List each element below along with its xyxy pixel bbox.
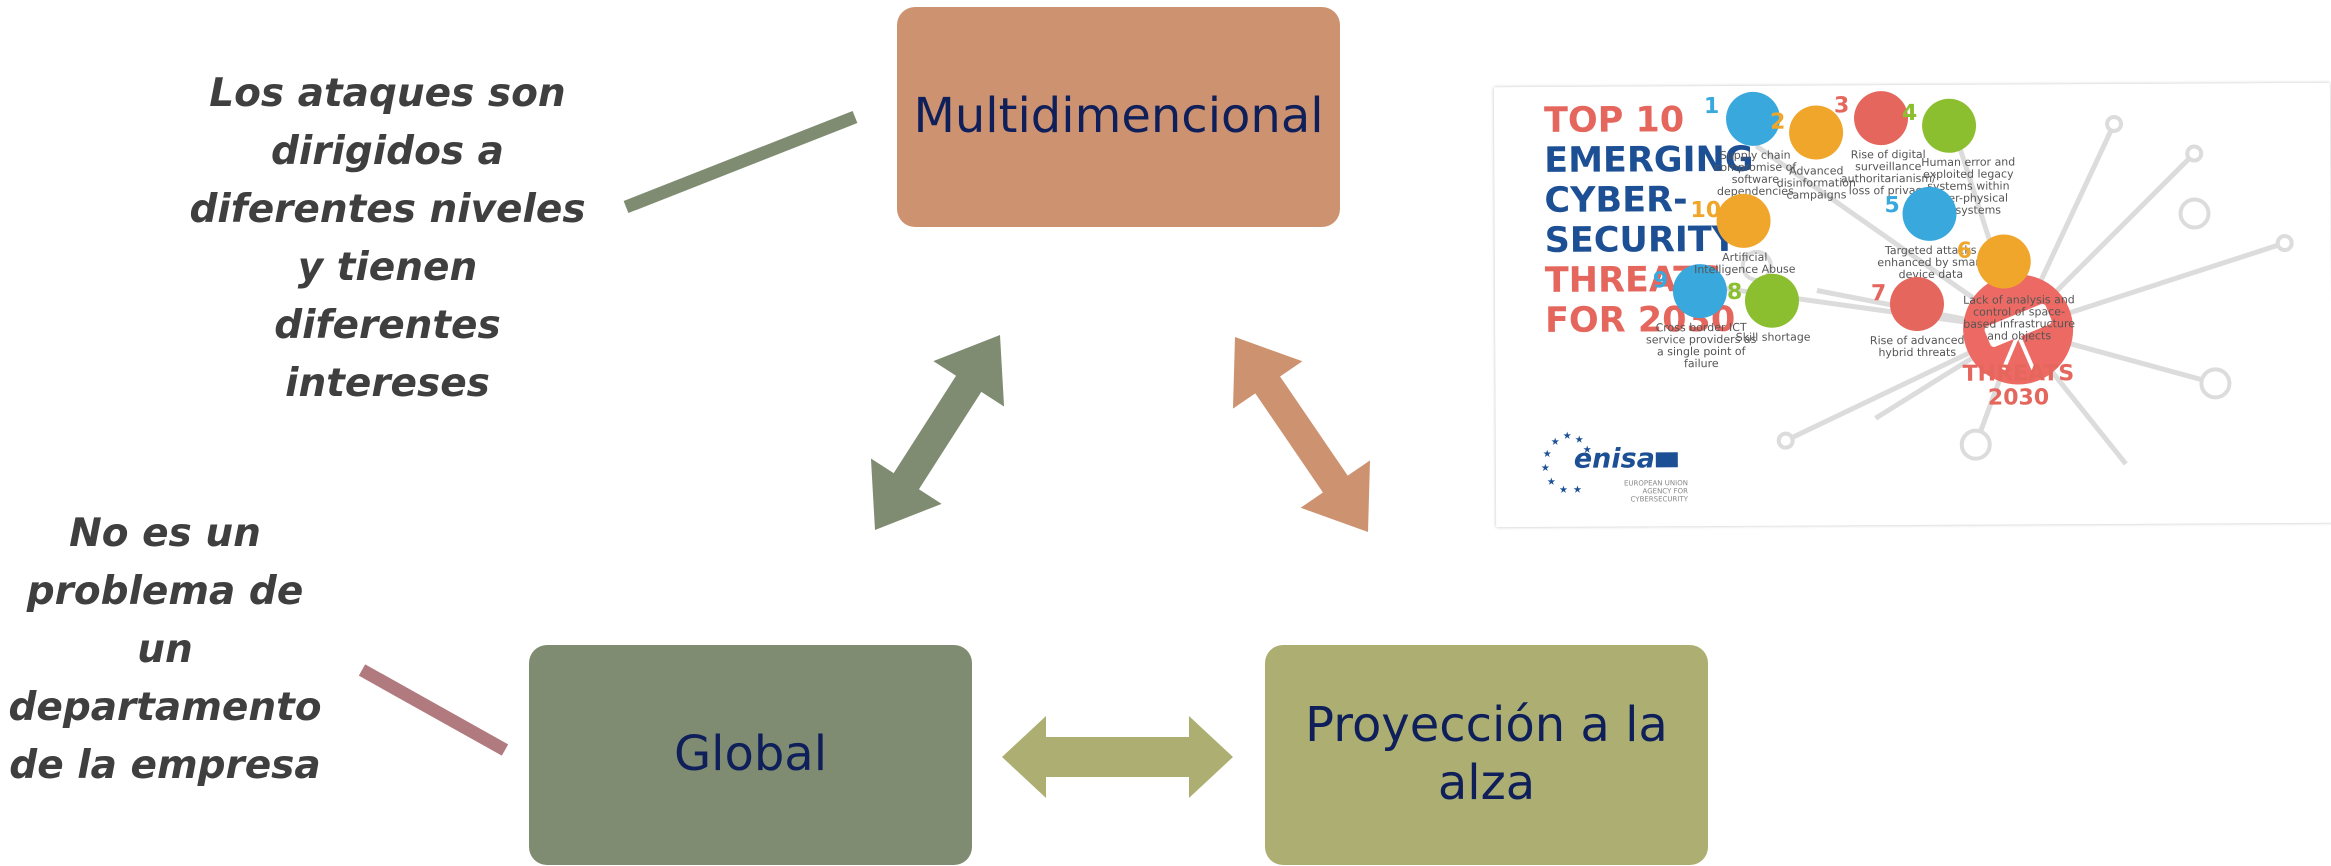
infographic-title-line-3: CYBER- <box>1544 180 1688 221</box>
svg-text:★: ★ <box>1541 463 1550 474</box>
double-arrow-shape <box>1002 716 1233 798</box>
ai-chip-icon <box>1716 193 1771 249</box>
satellite-icon <box>1976 234 2031 289</box>
enisa-threats-infographic: TOP 10 EMERGING CYBER- SECURITY THREATS … <box>1493 82 2331 528</box>
note-attack-levels: Los ataques son dirigidos a diferentes n… <box>189 71 586 406</box>
threat-7-label: Rise of advanced hybrid threats <box>1869 333 1965 360</box>
multidimensional-label: Multidimencional <box>913 88 1324 145</box>
projection-label: Proyección a la alza <box>1305 697 1668 811</box>
human-error-icon <box>1921 98 1977 153</box>
threat-6-number: 6 <box>1956 238 1973 264</box>
telescope-icon <box>1984 303 2052 371</box>
arrow-global-projection <box>1002 716 1233 798</box>
threat-10-label: Artificial Intelligence Abuse <box>1694 250 1796 277</box>
svg-text:★: ★ <box>1551 437 1560 448</box>
eu-flag-icon <box>1655 452 1678 468</box>
double-arrow-shape <box>1232 337 1371 532</box>
infographic-title-line-1: TOP 10 <box>1543 100 1685 141</box>
threats-hub-circle <box>1962 274 2074 385</box>
threats-hub-label: THREATS 2030 <box>1920 361 2116 411</box>
projection-box: Proyección a la alza <box>1265 645 1708 865</box>
multidimensional-box: Multidimencional <box>897 7 1340 227</box>
skill-shortage-icon <box>1744 273 1800 328</box>
threat-5-number: 5 <box>1884 193 1900 219</box>
connector-line-top <box>623 110 858 214</box>
svg-text:★: ★ <box>1543 449 1552 460</box>
note-not-one-department: No es un problema de un departamento de … <box>8 511 322 788</box>
svg-text:★: ★ <box>1559 485 1568 496</box>
svg-text:★: ★ <box>1575 435 1584 446</box>
svg-text:★: ★ <box>1563 431 1572 442</box>
threat-7-number: 7 <box>1870 281 1887 307</box>
enisa-logo-subtitle: EUROPEAN UNION AGENCY FOR CYBERSECURITY <box>1623 479 1689 504</box>
global-box: Global <box>529 645 972 865</box>
threat-4-number: 4 <box>1901 100 1918 127</box>
hybrid-threat-icon <box>1889 276 1945 332</box>
arrow-multidimensional-projection <box>1232 337 1371 532</box>
smart-device-icon <box>1902 186 1957 242</box>
threat-3-number: 3 <box>1833 93 1850 119</box>
threat-8-number: 8 <box>1726 279 1743 305</box>
enisa-logo-text: enisa <box>1573 443 1655 475</box>
surveillance-icon <box>1853 91 1909 146</box>
hub-label-line-1: THREATS <box>1962 361 2075 387</box>
global-label: Global <box>673 726 828 783</box>
eu-stars-icon: ★★★ ★★★ ★★★ <box>1541 431 1592 496</box>
hub-label-line-2: 2030 <box>1987 385 2050 411</box>
threat-2-number: 2 <box>1769 109 1786 135</box>
svg-text:★: ★ <box>1573 485 1582 496</box>
threat-9-number: 9 <box>1652 268 1669 294</box>
svg-text:★: ★ <box>1583 445 1592 456</box>
svg-text:★: ★ <box>1547 477 1556 488</box>
threat-6-label: Lack of analysis and control of space-ba… <box>1963 293 2076 343</box>
connector-line-left <box>358 664 509 756</box>
threat-10-number: 10 <box>1690 198 1722 224</box>
threat-1-number: 1 <box>1703 94 1720 120</box>
arrow-global-multidimensional <box>870 335 1005 530</box>
threat-9-label: Cross border ICT service providers as a … <box>1645 320 1757 371</box>
double-arrow-shape <box>870 335 1005 530</box>
